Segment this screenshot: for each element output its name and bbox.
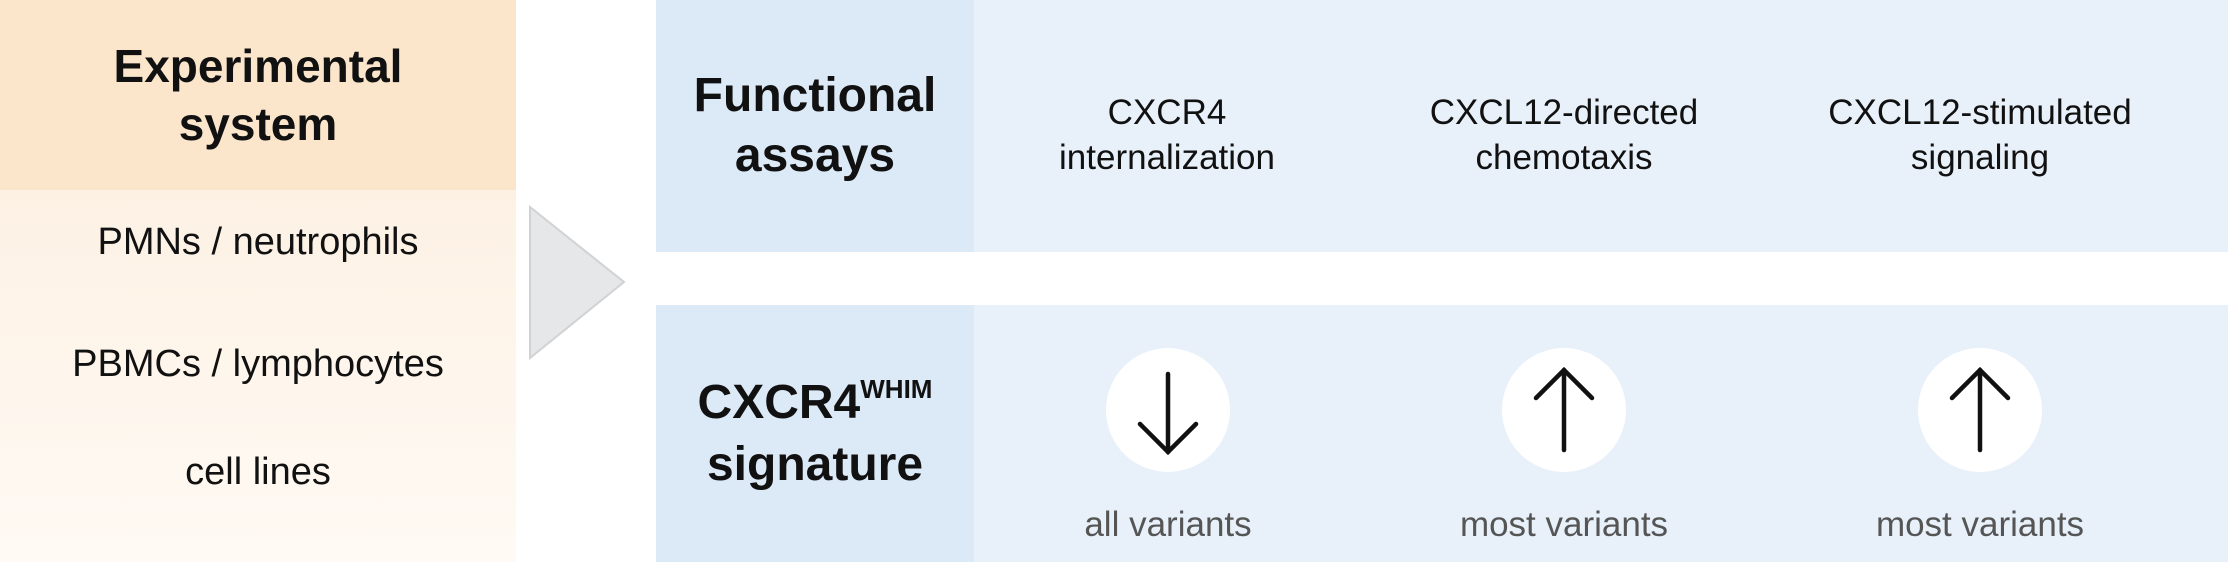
experimental-system-title-line2: system (178, 98, 338, 150)
variant-label: all variants (1084, 505, 1252, 544)
assay-line2: internalization (1059, 138, 1275, 177)
variant-label: most variants (1459, 505, 1669, 544)
assay-line2: signaling (1910, 138, 2050, 177)
signature-label: CXCR4WHIM signature (656, 305, 974, 562)
result-circle (1918, 348, 2042, 472)
functional-assays-title-line1: Functional (693, 69, 937, 122)
list-item: PMNs / neutrophils (97, 221, 419, 263)
list-item: cell lines (185, 451, 331, 493)
assay-line1: CXCL12-directed (1429, 93, 1699, 132)
experimental-system-title-line1: Experimental (113, 40, 403, 92)
assay-line2: chemotaxis (1475, 138, 1653, 177)
signature-title-main: CXCR4 (697, 375, 861, 429)
assay-signaling: CXCL12-stimulated signaling (1780, 90, 2180, 180)
assay-chemotaxis: CXCL12-directed chemotaxis (1364, 90, 1764, 180)
signature-title-superscript: WHIM (860, 373, 933, 404)
experimental-system-list: PMNs / neutrophils PBMCs / lymphocytes c… (0, 190, 516, 562)
assay-line1: CXCL12-stimulated (1828, 93, 2132, 132)
functional-assays-title-line2: assays (734, 129, 896, 182)
result-circle (1106, 348, 1230, 472)
functional-assays-row (974, 0, 2228, 252)
list-item: PBMCs / lymphocytes (72, 343, 444, 385)
assay-internalization: CXCR4 internalization (967, 90, 1367, 180)
result-circle (1502, 348, 1626, 472)
signature-title-line2: signature (706, 437, 924, 491)
functional-assays-label: Functional assays (656, 0, 974, 252)
variant-label: most variants (1875, 505, 2085, 544)
arrow-down-icon (1137, 371, 1199, 456)
signature-title-line1: CXCR4WHIM (698, 372, 933, 434)
arrow-up-icon (1949, 366, 2011, 453)
arrow-up-icon (1533, 366, 1595, 453)
assay-line1: CXCR4 (1107, 93, 1227, 132)
experimental-system-header: Experimental system (0, 0, 516, 190)
chevron-right-icon (529, 205, 626, 360)
